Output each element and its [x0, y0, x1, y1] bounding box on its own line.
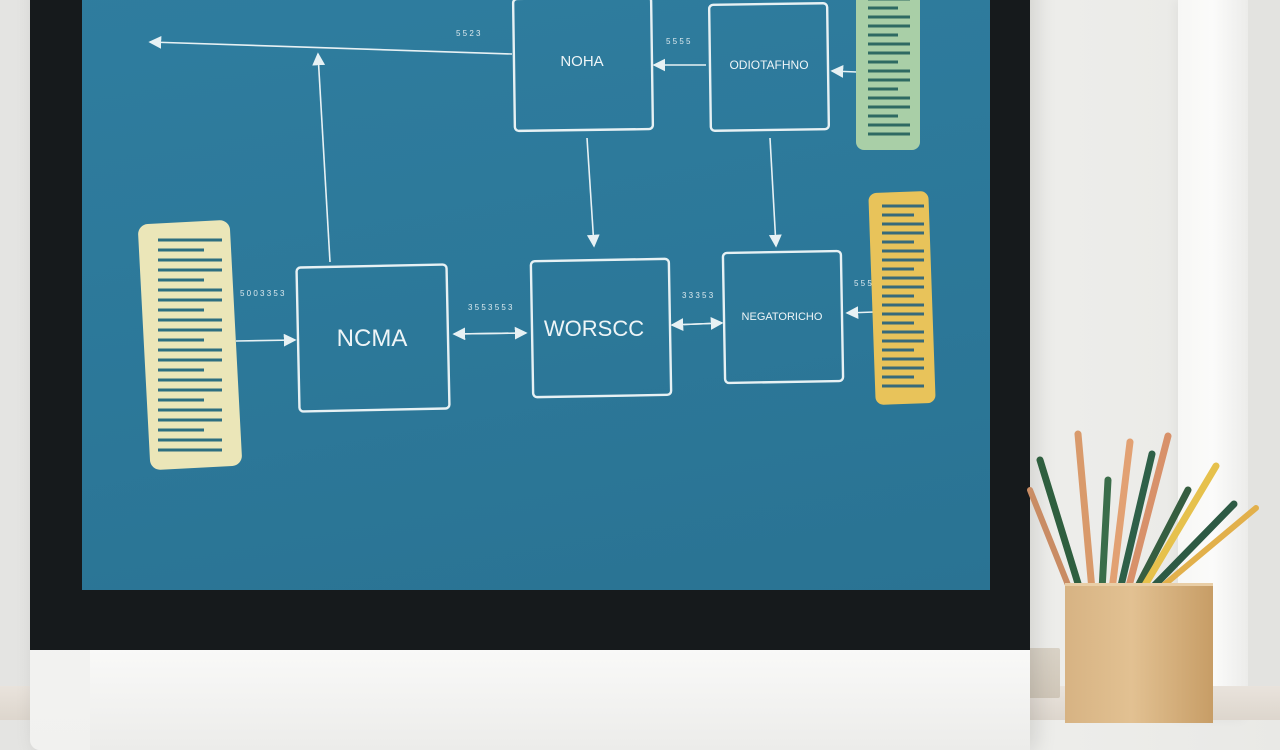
tiny-label-center: 3 5 5 3 5 5 3 — [468, 303, 513, 312]
tiny-label-left: 5 0 0 3 3 5 3 — [240, 289, 285, 298]
box-worscc: WORSCC — [529, 257, 673, 399]
monitor: NOHA ODIOTAFHNO NCMA WORSCC NEGATORICHO … — [30, 0, 1030, 750]
top-long-arrow — [148, 35, 513, 55]
left-input-arrow — [235, 333, 297, 347]
tiny-label-far-right: 5 5 5 8 — [854, 279, 879, 288]
tiny-label-top: 5 5 2 3 — [456, 29, 481, 38]
green-data-strip — [856, 0, 920, 150]
box-ncma-label: NCMA — [337, 325, 408, 352]
box-worscc-label: WORSCC — [544, 316, 644, 341]
monitor-chin — [90, 650, 1030, 750]
box-negatoricho: NEGATORICHO — [721, 249, 845, 385]
wall-edge — [1248, 0, 1280, 720]
box-negatoricho-label: NEGATORICHO — [742, 311, 823, 323]
yellow-strip-arrow — [845, 306, 875, 319]
worscc-right-link-back — [670, 318, 723, 331]
box-noha: NOHA — [511, 0, 655, 133]
monitor-screen: NOHA ODIOTAFHNO NCMA WORSCC NEGATORICHO … — [82, 0, 990, 590]
pencils — [1027, 430, 1259, 594]
yellow-data-strip — [868, 191, 936, 405]
box-noha-label: NOHA — [560, 53, 603, 70]
tiny-label-top-middle: 5 5 5 5 — [666, 37, 691, 46]
tiny-label-right: 3 3 3 5 3 — [682, 291, 714, 300]
center-vertical-arrow — [586, 137, 600, 248]
left-vertical-arrow — [312, 52, 331, 263]
box-odiotafhno-label: ODIOTAFHNO — [729, 58, 808, 72]
green-strip-arrow — [830, 65, 858, 78]
right-vertical-arrow — [768, 137, 782, 248]
flow-diagram: NOHA ODIOTAFHNO NCMA WORSCC NEGATORICHO … — [138, 0, 936, 470]
pencil-cup — [1065, 583, 1213, 723]
cream-data-strip — [138, 220, 242, 470]
ncma-worscc-link-back — [452, 327, 527, 341]
box-odiotafhno: ODIOTAFHNO — [707, 2, 831, 132]
box-ncma: NCMA — [295, 263, 451, 413]
